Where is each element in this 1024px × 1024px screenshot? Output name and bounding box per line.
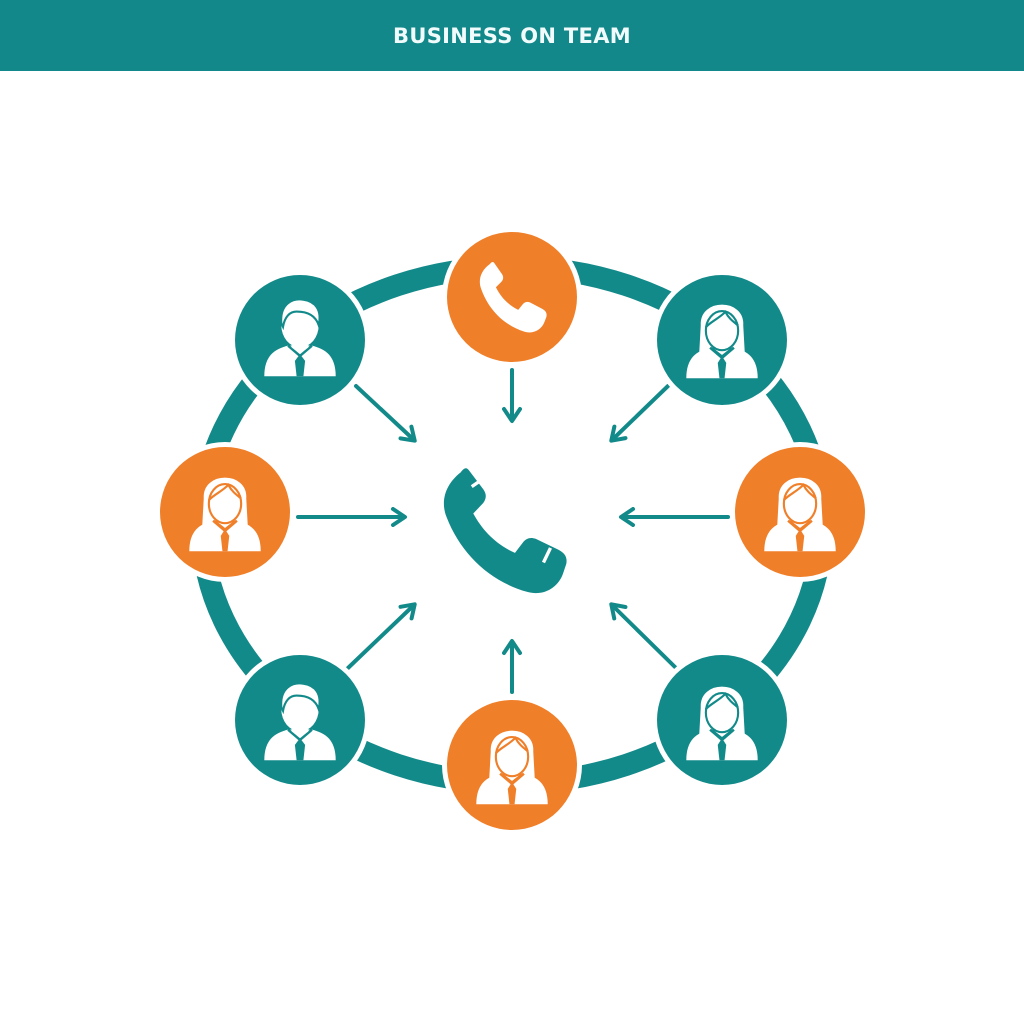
node-bottom — [442, 695, 582, 835]
title-text: BUSINESS ON TEAM — [393, 23, 631, 48]
node-top — [442, 227, 582, 367]
node-left — [155, 442, 295, 582]
arrow-top-right — [609, 384, 670, 443]
node-right — [730, 442, 870, 582]
node-top-right — [652, 270, 792, 410]
node-bottom-right — [652, 650, 792, 790]
phone-handset-icon — [439, 456, 571, 605]
arrow-top-left — [354, 384, 417, 443]
arrow-bottom-left — [346, 602, 417, 670]
node-top-left — [230, 270, 370, 410]
arrow-bottom-right — [609, 602, 678, 670]
node-bottom-left — [230, 650, 370, 790]
title-banner: BUSINESS ON TEAM — [0, 0, 1024, 71]
